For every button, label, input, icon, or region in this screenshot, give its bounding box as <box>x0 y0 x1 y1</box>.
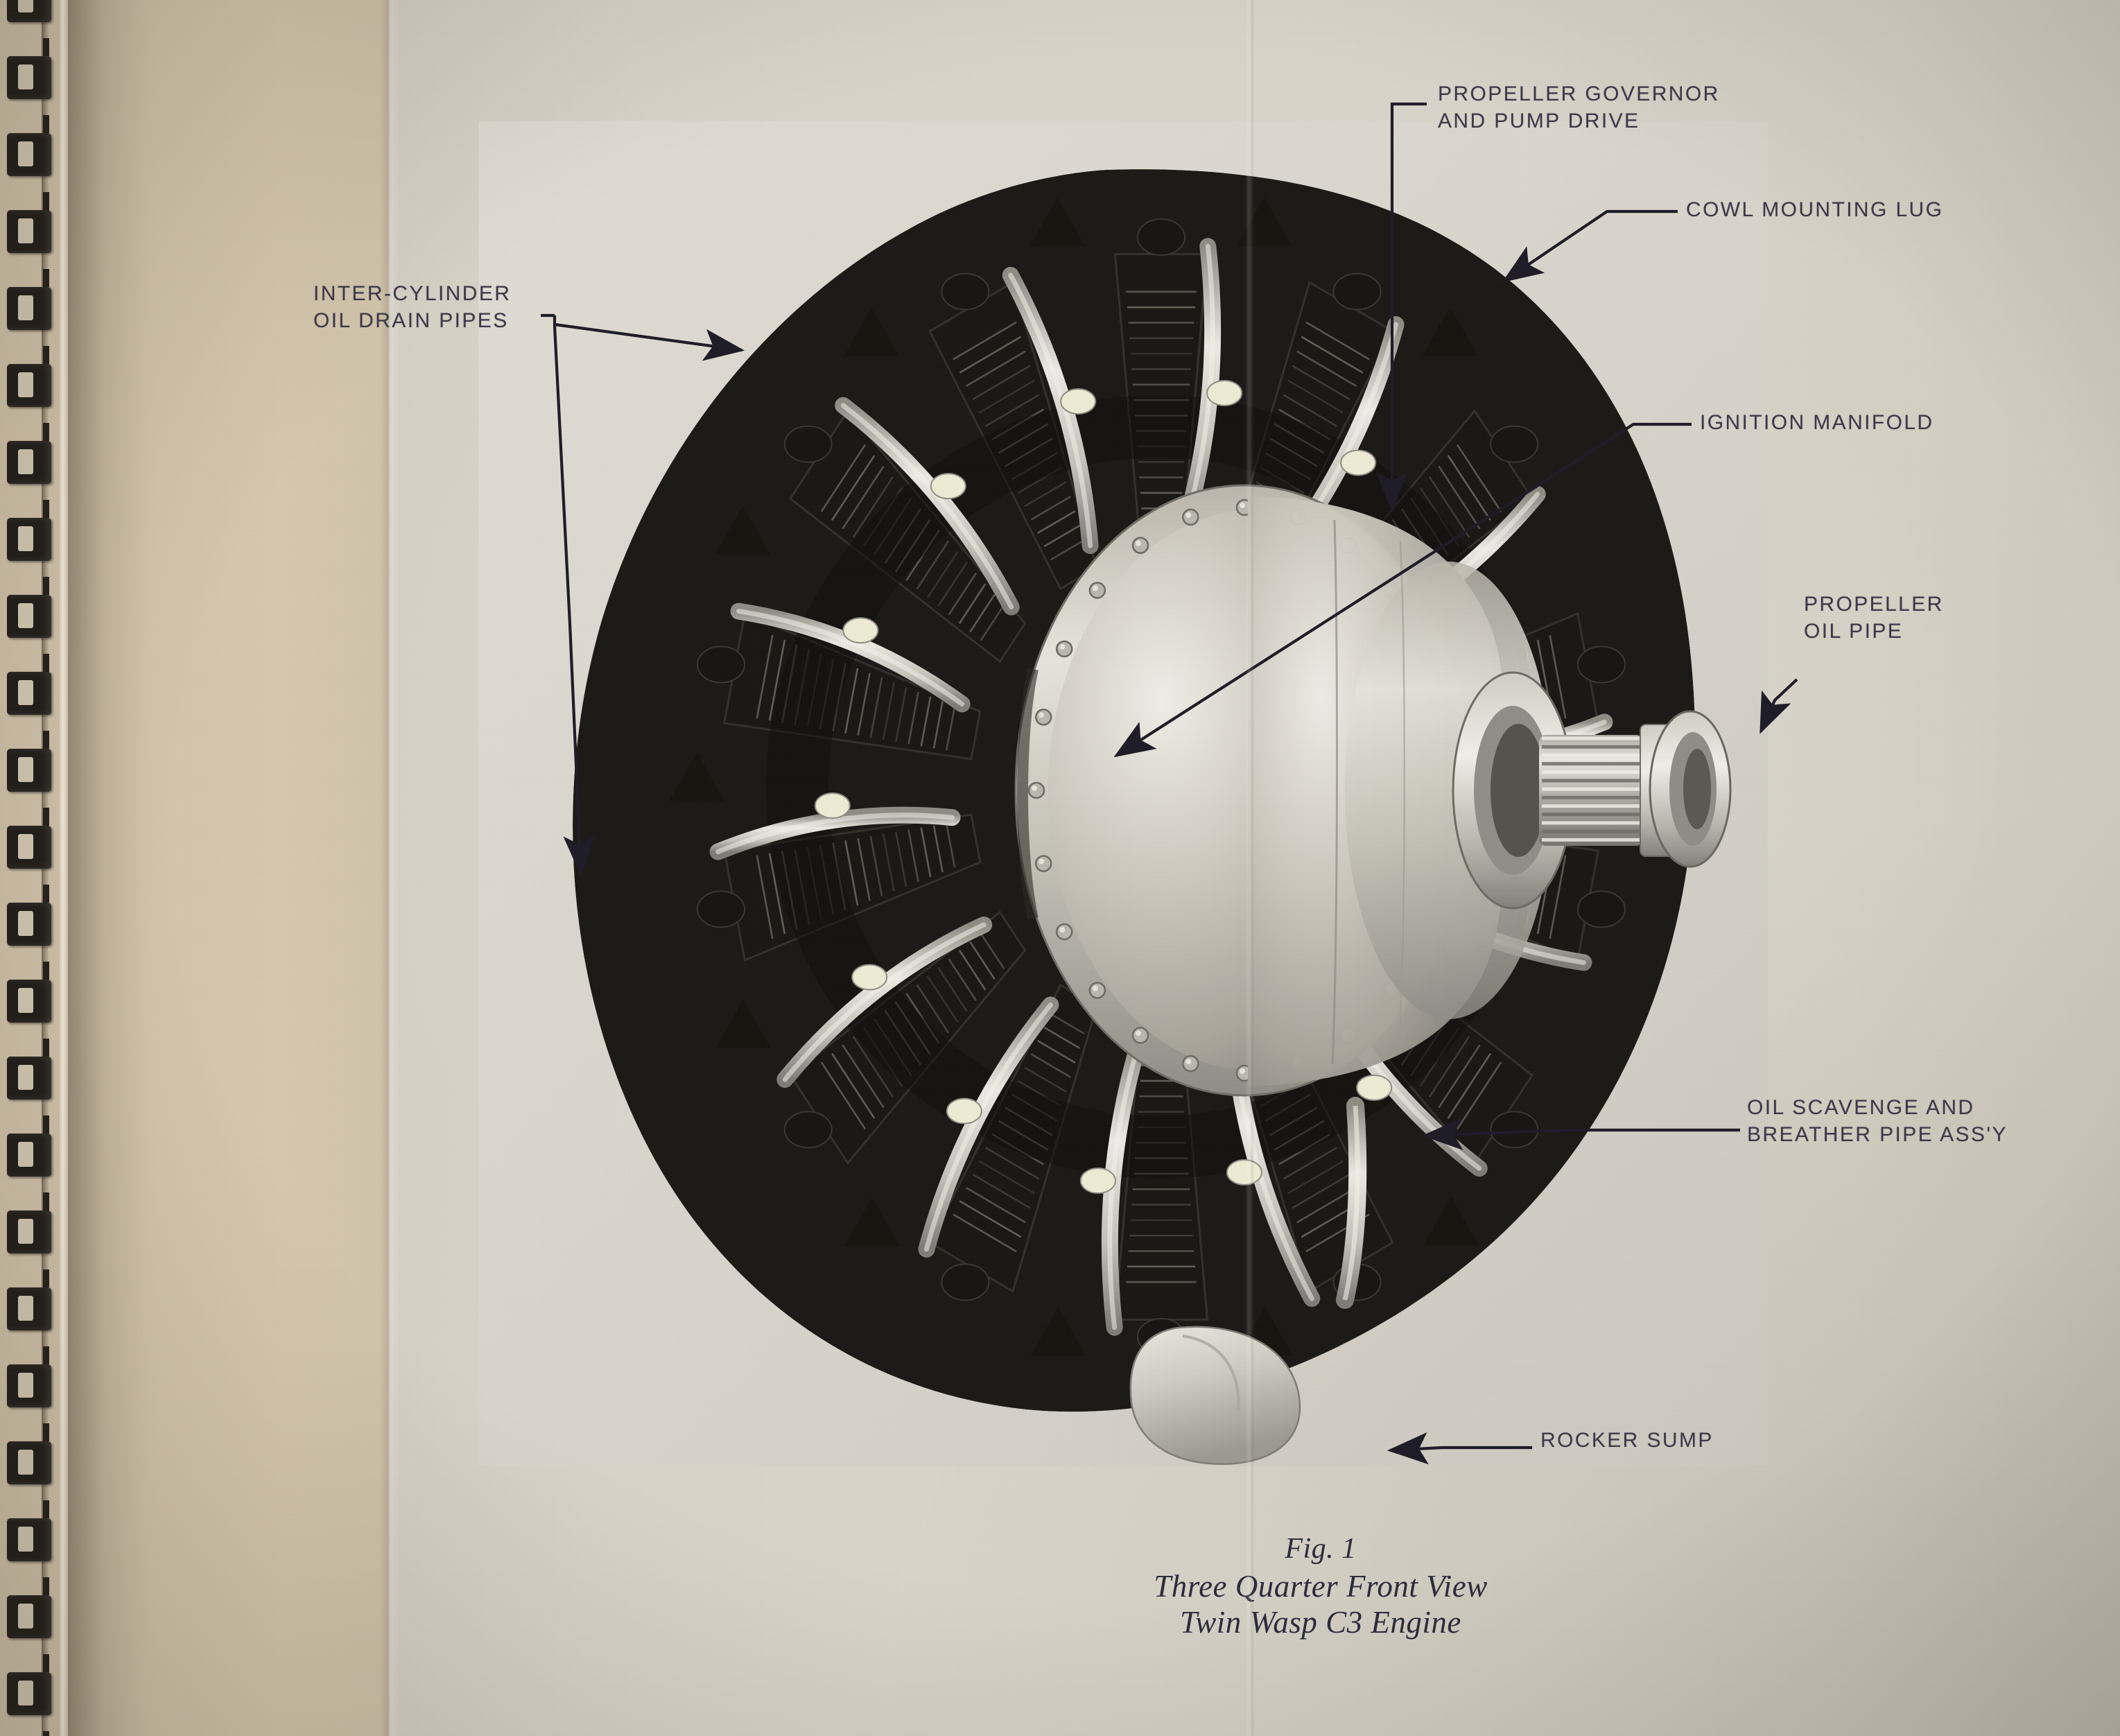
flange-bolt <box>1182 508 1199 526</box>
binding-tooth <box>7 1654 51 1715</box>
intake-pipe <box>709 792 961 860</box>
binding-gutter-shadow <box>67 0 150 1736</box>
cowl-mounting-lug-part <box>1236 197 1292 246</box>
cowl-mounting-lug-part <box>844 1197 901 1247</box>
binding-tooth <box>7 1346 51 1407</box>
binding-tooth <box>7 1116 51 1177</box>
figure-title-line-2: Twin Wasp C3 Engine <box>1180 1605 1461 1640</box>
cowl-mounting-lug-part <box>715 505 771 555</box>
binding-tooth <box>7 1269 51 1330</box>
binding-tooth <box>7 1577 51 1638</box>
flange-bolt <box>1055 640 1073 658</box>
binding-tooth <box>7 500 51 561</box>
flange-bolt <box>1131 1027 1149 1044</box>
cowl-mounting-lug-part <box>1030 1307 1086 1356</box>
cowl-mounting-lug-part <box>715 999 772 1048</box>
binding-tooth <box>7 1423 51 1484</box>
binding-tooth <box>7 577 51 638</box>
binding-tooth <box>7 423 51 484</box>
binding-tooth <box>7 885 51 946</box>
flange-bolt <box>1034 709 1052 726</box>
figure-caption: Fig. 1 Three Quarter Front View Twin Was… <box>1043 1532 1598 1640</box>
binding-tooth <box>7 1500 51 1561</box>
figure-number: Fig. 1 <box>1285 1533 1357 1565</box>
cowl-mounting-lug-part <box>843 307 899 356</box>
rocker-sump-part <box>1129 1326 1301 1465</box>
binding-tooth <box>7 962 51 1023</box>
intake-pipe <box>918 996 1059 1258</box>
binding-tooth <box>7 115 51 176</box>
page-edge-seam <box>380 0 398 1736</box>
binding-tooth <box>7 38 51 99</box>
callout-label-cowl-mounting-lug: COWL MOUNTING LUG <box>1686 198 1944 221</box>
flange-bolt <box>1027 781 1045 799</box>
engine-photograph <box>478 121 1768 1466</box>
binding-tooth <box>7 192 51 253</box>
intake-pipe <box>1079 1033 1148 1336</box>
binding-tooth <box>7 346 51 407</box>
binding-tooth <box>7 808 51 869</box>
callout-label-inter-cylinder-oil-drain-pipes: INTER-CYLINDER OIL DRAIN PIPES <box>313 282 512 332</box>
spiral-binding <box>0 0 90 1736</box>
flange-bolt <box>1034 855 1052 872</box>
flange-bolt <box>1182 1054 1199 1073</box>
oil-scavenge-breather-pipe <box>1336 1097 1367 1309</box>
binding-tooth <box>7 654 51 715</box>
cowl-mounting-lug-part <box>1422 306 1478 356</box>
binding-tooth <box>7 731 51 792</box>
callout-label-propeller-oil-pipe: PROPELLER OIL PIPE <box>1804 593 1944 643</box>
figure-title-line-1: Three Quarter Front View <box>1154 1569 1488 1604</box>
binding-tooth <box>7 1039 51 1100</box>
callout-label-oil-scavenge-breather: OIL SCAVENGE AND BREATHER PIPE ASS'Y <box>1747 1096 2008 1146</box>
binding-tooth <box>7 1192 51 1253</box>
intake-pipe <box>730 602 971 713</box>
callout-label-propeller-governor: PROPELLER GOVERNOR AND PUMP DRIVE <box>1438 83 1720 132</box>
binding-tooth <box>7 0 51 22</box>
flange-bolt <box>1088 582 1106 599</box>
flange-bolt <box>1088 982 1106 999</box>
callout-label-ignition-manifold: IGNITION MANIFOLD <box>1700 411 1934 434</box>
intake-pipe <box>1002 266 1099 555</box>
binding-tooth <box>7 269 51 330</box>
callout-label-rocker-sump: ROCKER SUMP <box>1540 1429 1714 1452</box>
cowl-mounting-lug-part <box>1423 1197 1479 1246</box>
flange-bolt <box>1055 923 1073 941</box>
cowl-mounting-lug-part <box>669 752 725 801</box>
flange-bolt <box>1131 537 1149 554</box>
intake-pipe <box>835 397 1020 616</box>
cowl-mounting-lug-part <box>1029 197 1086 246</box>
binding-spine-strip <box>60 0 68 1736</box>
intake-pipe <box>776 916 993 1088</box>
